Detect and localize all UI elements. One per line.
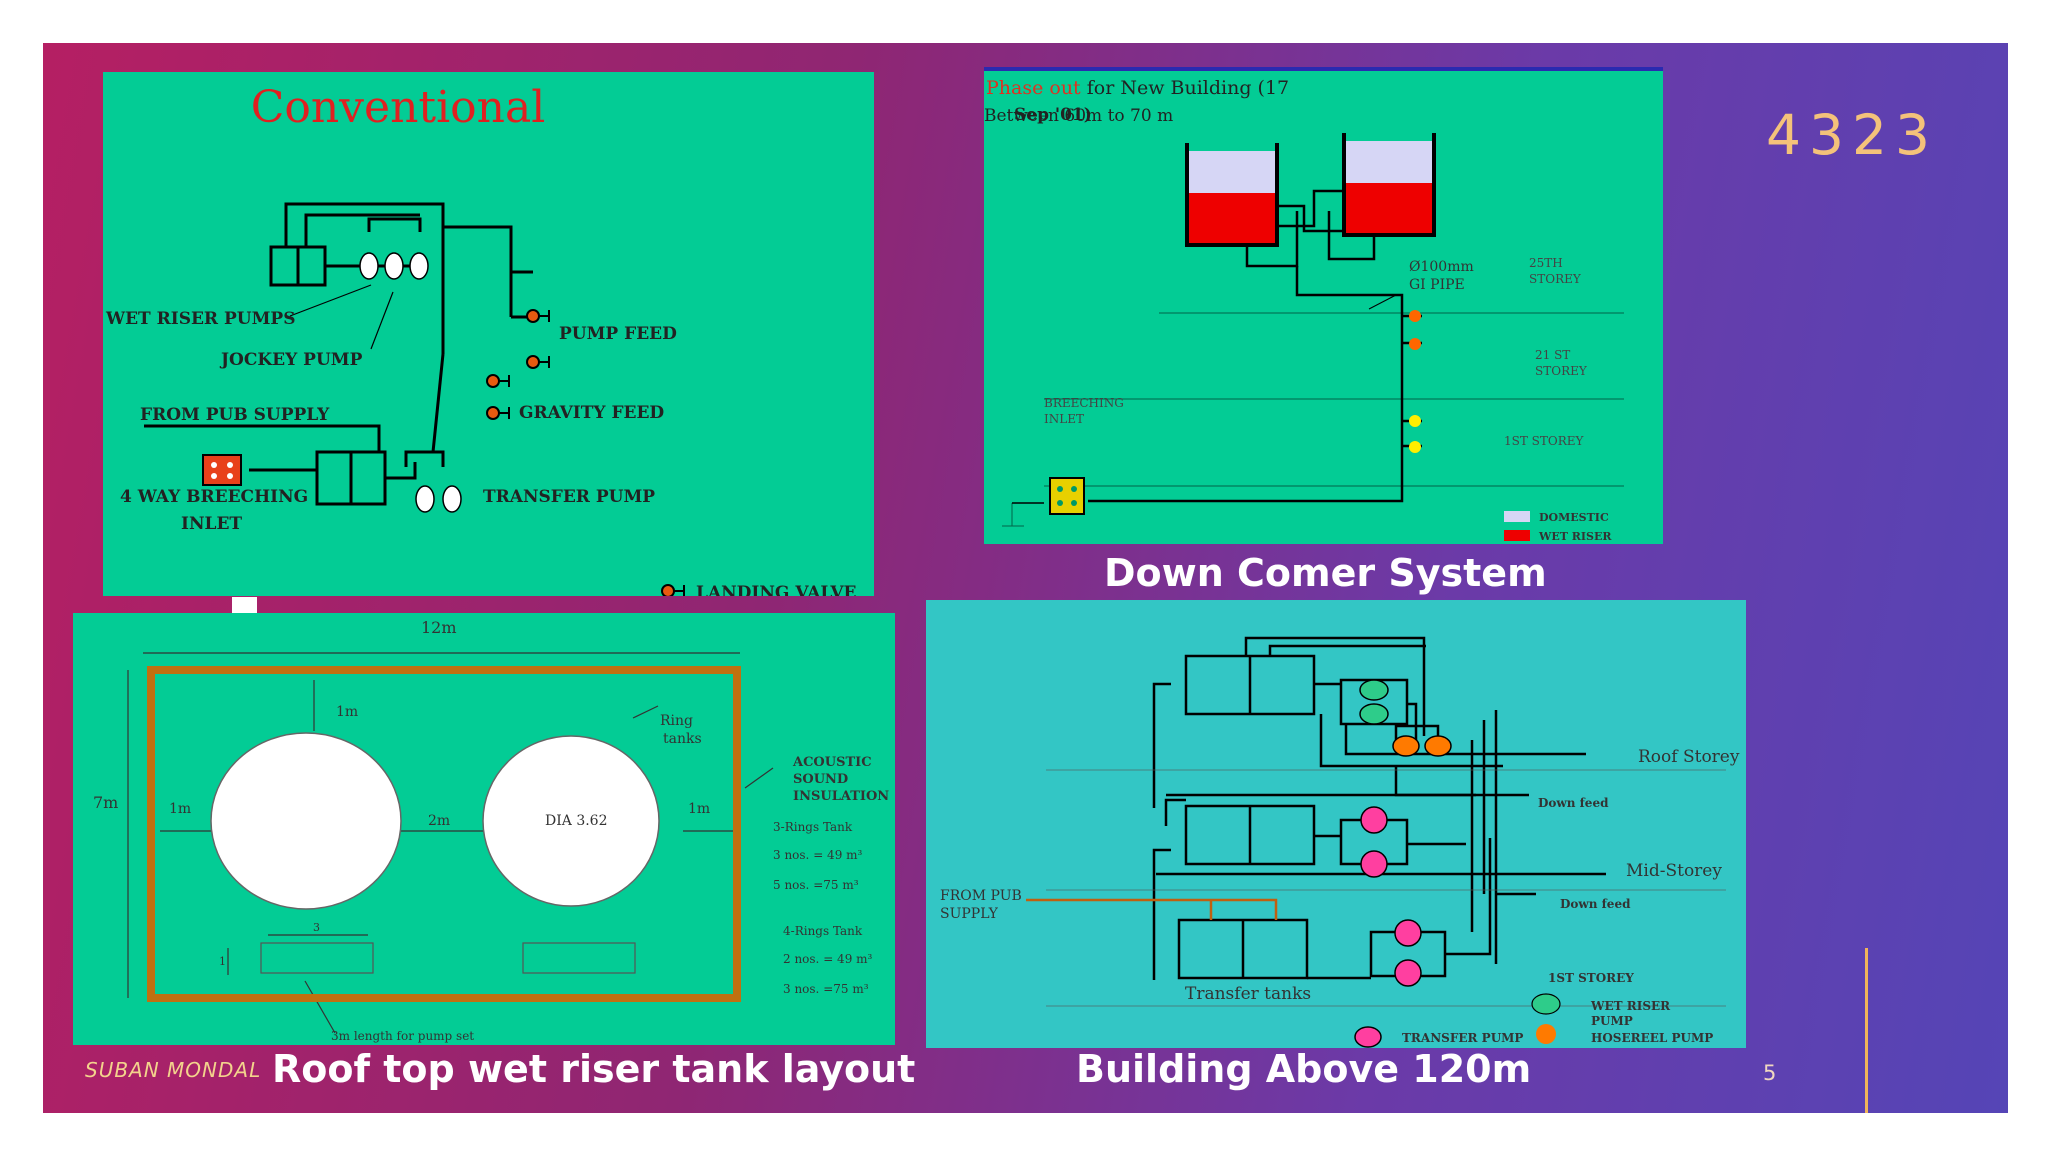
legend-transfer-swatch	[1354, 1026, 1382, 1048]
from-pub-supply-label: FROM PUB SUPPLY	[140, 405, 330, 425]
gap-left-label: 1m	[169, 801, 191, 817]
legend-wet-riser-label-2: PUMP	[1591, 1014, 1633, 1028]
conventional-title: Conventional	[251, 82, 546, 133]
caption-down-comer: Down Comer System	[1104, 551, 1547, 595]
ring-tank-left	[210, 732, 402, 910]
author-name: SUBAN MONDAL	[85, 1058, 262, 1082]
storey-1-label: 1ST STOREY	[1548, 971, 1634, 985]
wet-riser-pumps-label: WET RISER PUMPS	[105, 309, 295, 329]
pump-set-left	[260, 942, 374, 974]
storey-21-label-1: 21 ST	[1535, 348, 1570, 362]
page-number: 5	[1763, 1061, 1777, 1085]
pipe-label-1: Ø100mm	[1409, 259, 1474, 275]
tank-layout-svg: 12m 7m 1m 1m 2m 1m DIA 3.62 Ring tanks 3…	[93, 618, 889, 1043]
gravity-feed-label: GRAVITY FEED	[519, 403, 664, 423]
rings4-b: 3 nos. =75 m³	[783, 982, 869, 996]
slide-number-display: 4323	[1766, 103, 1938, 167]
storage-tanks	[1185, 133, 1436, 247]
pump-dim-w: 3	[313, 921, 320, 934]
from-pub-label-2: SUPPLY	[940, 906, 999, 922]
down-feed-label-2: Down feed	[1560, 897, 1631, 911]
legend-wet-riser-swatch	[1531, 993, 1561, 1015]
downcomer-header-overlay: Sep '01)	[1014, 105, 1092, 125]
rings3-a: 3 nos. = 49 m³	[773, 848, 863, 862]
breeching-label-1: 4 WAY BREECHING	[120, 487, 308, 507]
pipe-label-2: GI PIPE	[1409, 277, 1465, 293]
from-pub-label-1: FROM PUB	[940, 888, 1022, 904]
pump-dim-h: 1	[219, 955, 226, 968]
acoustic-insulation-border	[147, 666, 741, 1002]
tank-layout-diagram: 12m 7m 1m 1m 2m 1m DIA 3.62 Ring tanks 3…	[73, 613, 895, 1045]
mid-storey-label: Mid-Storey	[1626, 861, 1722, 881]
downcomer-header-line2: Between 60m to 70 m	[984, 106, 1173, 126]
breeching-label-2: INLET	[1044, 412, 1084, 426]
transfer-pump-label: TRANSFER PUMP	[483, 487, 655, 507]
legend-wet-riser-label: WET RISER	[1538, 530, 1612, 543]
rings3-b: 5 nos. =75 m³	[773, 878, 859, 892]
pump-symbols	[1359, 679, 1452, 987]
legend-hosereel-swatch	[1536, 1024, 1556, 1044]
ring-tanks-label-2: tanks	[663, 731, 702, 747]
pump-set-label: 3m length for pump set	[331, 1029, 474, 1043]
gap-top-label: 1m	[336, 704, 358, 720]
transfer-tanks-label: Transfer tanks	[1185, 984, 1311, 1004]
acoustic-label-3: INSULATION	[793, 789, 889, 804]
gap-right-label: 1m	[688, 801, 710, 817]
dia-label: DIA 3.62	[545, 813, 608, 829]
downcomer-header: Phase out for New Building (17	[986, 77, 1289, 99]
pump-set-right	[522, 942, 636, 974]
accent-line	[1865, 948, 1868, 1113]
legend-wet-riser-label-1: WET RISER	[1590, 999, 1671, 1013]
rings4-a: 2 nos. = 49 m³	[783, 952, 873, 966]
downcomer-diagram: Phase out for New Building (17 Between 6…	[984, 67, 1663, 544]
roof-storey-label: Roof Storey	[1638, 747, 1740, 767]
acoustic-label-1: ACOUSTIC	[792, 755, 872, 770]
landing-valve-label: LANDING VALVE	[696, 583, 857, 596]
acoustic-label-2: SOUND	[793, 772, 848, 787]
breeching-inlet-icon	[202, 454, 242, 486]
above-120m-diagram: Roof Storey Mid-Storey Transfer tanks FR…	[926, 600, 1746, 1048]
breeching-inlet-icon	[1049, 477, 1085, 515]
legend-hosereel-label: HOSEREEL PUMP	[1591, 1031, 1713, 1045]
width-label: 12m	[421, 618, 457, 637]
legend-domestic-swatch	[1504, 511, 1530, 522]
slide: Conventional	[43, 43, 2008, 1113]
white-marker	[232, 597, 257, 613]
conventional-svg: Conventional	[105, 82, 857, 596]
storey-25-label-2: STOREY	[1529, 272, 1582, 286]
down-feed-label-1: Down feed	[1538, 796, 1609, 810]
rings3-label: 3-Rings Tank	[773, 820, 853, 834]
caption-above-120m: Building Above 120m	[1076, 1047, 1532, 1091]
landing-valve-icons	[486, 309, 685, 596]
rings4-label: 4-Rings Tank	[783, 924, 863, 938]
conventional-diagram: Conventional	[103, 72, 874, 596]
gap-mid-label: 2m	[428, 813, 450, 829]
downcomer-valves	[1409, 310, 1421, 453]
jockey-pump-label: JOCKEY PUMP	[219, 350, 363, 370]
legend-wet-riser-swatch	[1504, 530, 1530, 541]
ring-tanks-label-1: Ring	[660, 713, 693, 729]
downcomer-svg: Phase out for New Building (17 Between 6…	[984, 77, 1624, 543]
breeching-label-1: BREECHING	[1044, 396, 1124, 410]
breeching-label-2: INLET	[181, 514, 242, 534]
storey-21-label-2: STOREY	[1535, 364, 1588, 378]
above-120m-svg: Roof Storey Mid-Storey Transfer tanks FR…	[940, 636, 1740, 1048]
wet-riser-pumps-icon	[359, 252, 462, 513]
ring-tank-right	[482, 735, 660, 907]
storey-25-label-1: 25TH	[1529, 256, 1563, 270]
height-label: 7m	[93, 793, 118, 812]
pump-feed-label: PUMP FEED	[559, 324, 677, 344]
caption-roof-tank: Roof top wet riser tank layout	[272, 1047, 916, 1091]
legend-transfer-label: TRANSFER PUMP	[1402, 1031, 1523, 1045]
legend-domestic-label: DOMESTIC	[1539, 511, 1609, 524]
storey-1-label: 1ST STOREY	[1504, 434, 1585, 448]
